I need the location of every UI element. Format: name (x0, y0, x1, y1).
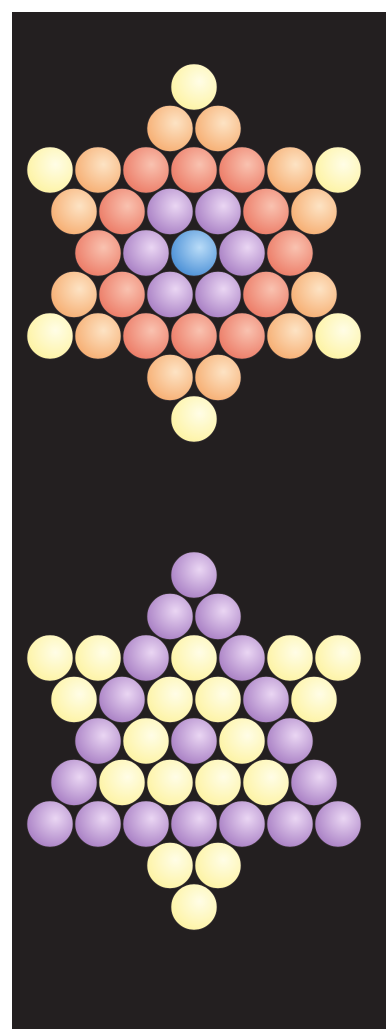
bead-salmon (171, 313, 217, 359)
bead-yellow (147, 677, 193, 723)
bead-orange (195, 106, 241, 152)
bead-blue (171, 230, 217, 276)
bead-yellow (219, 718, 265, 764)
bead-yellow (171, 884, 217, 930)
bead-purple (99, 677, 145, 723)
bead-purple (219, 230, 265, 276)
bead-purple (219, 801, 265, 847)
colored-star (27, 64, 361, 442)
bead-salmon (123, 313, 169, 359)
bead-purple (147, 272, 193, 318)
bead-yellow (75, 635, 121, 681)
patterns-layer (27, 64, 361, 930)
bead-yellow (315, 635, 361, 681)
bead-purple (147, 594, 193, 640)
bead-purple (171, 552, 217, 598)
bead-purple (195, 594, 241, 640)
bead-yellow (195, 760, 241, 806)
bead-purple (147, 189, 193, 235)
bead-yellow (195, 677, 241, 723)
bead-purple (195, 189, 241, 235)
bead-yellow (51, 677, 97, 723)
dark-background-panel (12, 12, 386, 1029)
bead-purple (267, 718, 313, 764)
bead-yellow (27, 313, 73, 359)
bead-yellow (27, 147, 73, 193)
bead-yellow (171, 396, 217, 442)
bead-salmon (75, 230, 121, 276)
bead-orange (267, 147, 313, 193)
bead-purple (123, 635, 169, 681)
bead-orange (195, 355, 241, 401)
bead-yellow (267, 635, 313, 681)
bead-orange (147, 355, 193, 401)
bead-yellow (147, 760, 193, 806)
bead-purple (123, 801, 169, 847)
bead-yellow (315, 313, 361, 359)
bead-yellow (147, 843, 193, 889)
bead-yellow (195, 843, 241, 889)
bead-purple (171, 801, 217, 847)
bead-yellow (171, 635, 217, 681)
bead-orange (51, 189, 97, 235)
bead-yellow (291, 677, 337, 723)
bead-yellow (171, 64, 217, 110)
bead-purple (195, 272, 241, 318)
bead-salmon (123, 147, 169, 193)
bead-orange (147, 106, 193, 152)
bead-salmon (219, 147, 265, 193)
bead-salmon (267, 230, 313, 276)
bead-orange (267, 313, 313, 359)
bead-orange (291, 189, 337, 235)
bead-orange (291, 272, 337, 318)
bead-purple (123, 230, 169, 276)
bead-salmon (243, 189, 289, 235)
bead-salmon (171, 147, 217, 193)
bead-purple (219, 635, 265, 681)
bead-purple (315, 801, 361, 847)
two-tone-star (27, 552, 361, 930)
bead-purple (51, 760, 97, 806)
bead-orange (51, 272, 97, 318)
bead-yellow (99, 760, 145, 806)
bead-purple (171, 718, 217, 764)
bead-salmon (99, 272, 145, 318)
bead-salmon (243, 272, 289, 318)
bead-purple (243, 677, 289, 723)
bead-salmon (219, 313, 265, 359)
bead-purple (27, 801, 73, 847)
bead-salmon (99, 189, 145, 235)
bead-yellow (123, 718, 169, 764)
bead-purple (291, 760, 337, 806)
bead-yellow (27, 635, 73, 681)
bead-yellow (315, 147, 361, 193)
bead-purple (267, 801, 313, 847)
bead-star-patterns (12, 12, 386, 1029)
bead-purple (75, 801, 121, 847)
bead-purple (75, 718, 121, 764)
bead-orange (75, 313, 121, 359)
bead-orange (75, 147, 121, 193)
bead-yellow (243, 760, 289, 806)
